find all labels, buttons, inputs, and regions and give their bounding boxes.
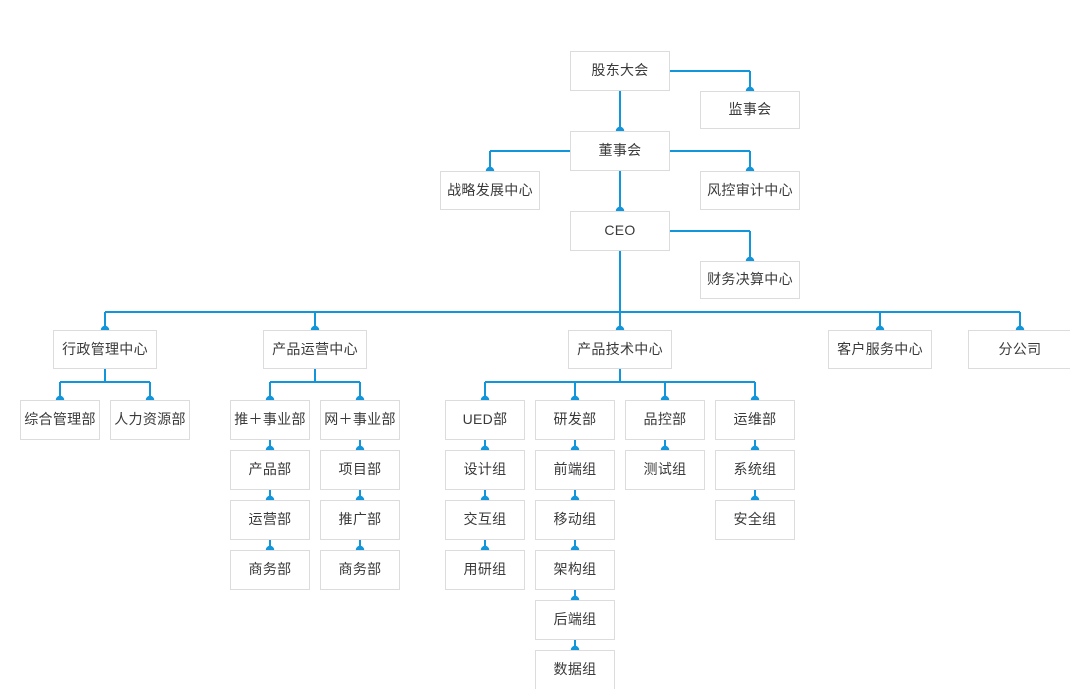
node-label: 推广部 (338, 511, 382, 528)
node-n15[interactable]: 推＋事业部 (230, 400, 310, 440)
node-label: 推＋事业部 (234, 411, 306, 428)
node-label: 测试组 (643, 461, 687, 478)
node-n06[interactable]: CEO (570, 211, 670, 251)
node-label: 网＋事业部 (324, 411, 396, 428)
node-n09[interactable]: 产品运营中心 (263, 330, 367, 369)
node-label: 分公司 (998, 340, 1042, 357)
node-label: 综合管理部 (24, 411, 96, 428)
node-label: 后端组 (553, 611, 597, 628)
node-n07[interactable]: 财务决算中心 (700, 261, 800, 299)
node-label: 架构组 (553, 561, 597, 578)
node-label: 用研组 (463, 561, 507, 578)
node-label: 移动组 (553, 511, 597, 528)
node-n37[interactable]: 数据组 (535, 650, 615, 689)
node-label: 交互组 (463, 511, 507, 528)
node-label: 财务决算中心 (707, 271, 793, 288)
node-n11[interactable]: 客户服务中心 (828, 330, 932, 369)
node-n26[interactable]: 运维部 (715, 400, 795, 440)
node-n27[interactable]: 设计组 (445, 450, 525, 490)
node-label: 股东大会 (591, 62, 649, 79)
node-label: 安全组 (733, 511, 777, 528)
node-n21[interactable]: 商务部 (230, 550, 310, 590)
node-n10[interactable]: 产品技术中心 (568, 330, 672, 369)
node-n03[interactable]: 董事会 (570, 131, 670, 171)
node-n35[interactable]: 架构组 (535, 550, 615, 590)
node-n01[interactable]: 股东大会 (570, 51, 670, 91)
node-label: 设计组 (463, 461, 507, 478)
node-n12[interactable]: 分公司 (968, 330, 1070, 369)
node-n32[interactable]: 移动组 (535, 500, 615, 540)
node-n22[interactable]: 商务部 (320, 550, 400, 590)
node-label: 产品技术中心 (577, 340, 663, 357)
node-n28[interactable]: 前端组 (535, 450, 615, 490)
node-label: 运维部 (733, 411, 777, 428)
node-label: 董事会 (598, 142, 642, 159)
node-n29[interactable]: 测试组 (625, 450, 705, 490)
node-label: 监事会 (728, 101, 772, 118)
node-label: 项目部 (338, 461, 382, 478)
node-label: 研发部 (553, 411, 597, 428)
node-label: 客户服务中心 (837, 340, 923, 357)
node-n23[interactable]: UED部 (445, 400, 525, 440)
node-n33[interactable]: 安全组 (715, 500, 795, 540)
node-label: 人力资源部 (114, 411, 186, 428)
node-label: 产品部 (248, 461, 292, 478)
node-label: 产品运营中心 (272, 340, 358, 357)
node-label: 前端组 (553, 461, 597, 478)
node-n16[interactable]: 网＋事业部 (320, 400, 400, 440)
node-label: 战略发展中心 (447, 181, 533, 198)
node-n19[interactable]: 运营部 (230, 500, 310, 540)
node-n31[interactable]: 交互组 (445, 500, 525, 540)
node-n20[interactable]: 推广部 (320, 500, 400, 540)
node-n14[interactable]: 人力资源部 (110, 400, 190, 440)
node-label: UED部 (462, 411, 508, 428)
node-n02[interactable]: 监事会 (700, 91, 800, 129)
node-n18[interactable]: 项目部 (320, 450, 400, 490)
node-label: 运营部 (248, 511, 292, 528)
node-n05[interactable]: 风控审计中心 (700, 171, 800, 210)
node-n17[interactable]: 产品部 (230, 450, 310, 490)
node-label: 商务部 (248, 561, 292, 578)
node-n36[interactable]: 后端组 (535, 600, 615, 640)
node-label: 数据组 (553, 661, 597, 678)
node-n24[interactable]: 研发部 (535, 400, 615, 440)
node-label: 品控部 (643, 411, 687, 428)
node-n34[interactable]: 用研组 (445, 550, 525, 590)
node-label: 系统组 (733, 461, 777, 478)
node-n04[interactable]: 战略发展中心 (440, 171, 540, 210)
node-n30[interactable]: 系统组 (715, 450, 795, 490)
node-label: CEO (604, 222, 636, 239)
node-n25[interactable]: 品控部 (625, 400, 705, 440)
node-label: 行政管理中心 (62, 340, 148, 357)
node-n13[interactable]: 综合管理部 (20, 400, 100, 440)
node-label: 商务部 (338, 561, 382, 578)
node-n08[interactable]: 行政管理中心 (53, 330, 157, 369)
node-label: 风控审计中心 (707, 181, 793, 198)
